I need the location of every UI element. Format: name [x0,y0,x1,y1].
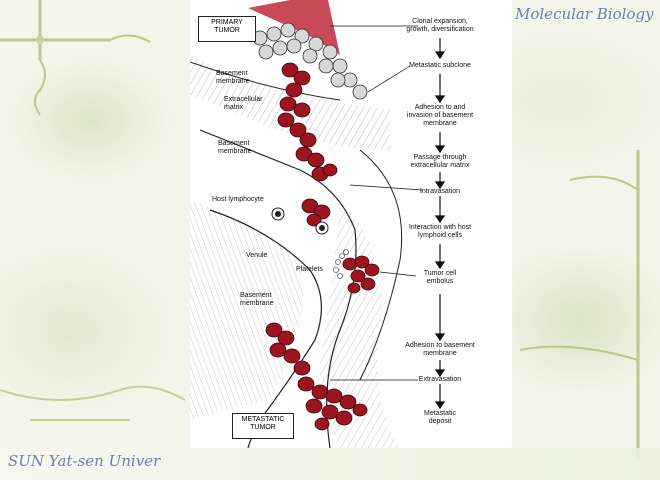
primary-tumor-box: PRIMARY TUMOR [198,16,256,42]
extravasating-tumor-cells [265,322,368,431]
footer-title: SUN Yat-sen Univer [8,452,161,470]
basement-membrane-line [199,129,357,448]
step-adhesion-membrane: Adhesion to basement membrane [405,342,475,357]
vine-ornament-bottom-left [0,385,186,421]
basement-membrane-line [190,61,341,101]
basement-membrane-label-mid: Basement membrane [218,140,252,155]
step-lymphoid-interaction: Interaction with host lymphoid cells [408,224,472,239]
step-tumor-embolus: Tumor cell embolus [423,270,457,285]
venule-wall [359,149,403,381]
step-passage-ecm: Passage through extracellular matrix [410,154,470,169]
basement-membrane-label-top: Basement membrane [216,70,250,85]
invading-tumor-cells [277,62,338,227]
step-clonal-expansion: Clonal expansion, growth, diversificatio… [406,18,474,33]
vine-ornament-top-left [0,0,151,116]
venule-label: Venule [246,252,268,259]
platelets [333,249,349,279]
process-flow-arrows [434,38,446,410]
vine-ornament-right [519,150,640,460]
metastatic-tumor-box: METASTATIC TUMOR [232,413,294,439]
metastasis-diagram: PRIMARY TUMOR METASTATIC TUMOR Basement … [190,0,512,448]
step-metastatic-deposit: Metastatic deposit [424,410,456,425]
extracellular-matrix-label: Extracellular matrix [224,96,263,111]
header-title: Molecular Biology [515,5,654,23]
footer-band [0,448,660,480]
step-metastatic-subclone: Metastatic subclone [409,62,471,69]
tumor-embolus [342,255,380,294]
host-lymphocyte-label: Host lymphocyte [212,196,264,203]
connective-tissue-region [190,200,304,420]
step-extravasation: Extravasation [418,376,462,383]
step-adhesion-invasion: Adhesion to and invasion of basement mem… [406,104,474,127]
platelets-label: Platelets [296,266,323,273]
primary-tumor-cells [252,22,368,100]
host-lymphocytes [271,207,329,235]
step-pointer-lines [330,25,423,381]
basement-membrane-label-bottom: Basement membrane [240,292,274,307]
step-intravasation: Intravasation [419,188,461,195]
metastasis-illustration [190,0,446,448]
